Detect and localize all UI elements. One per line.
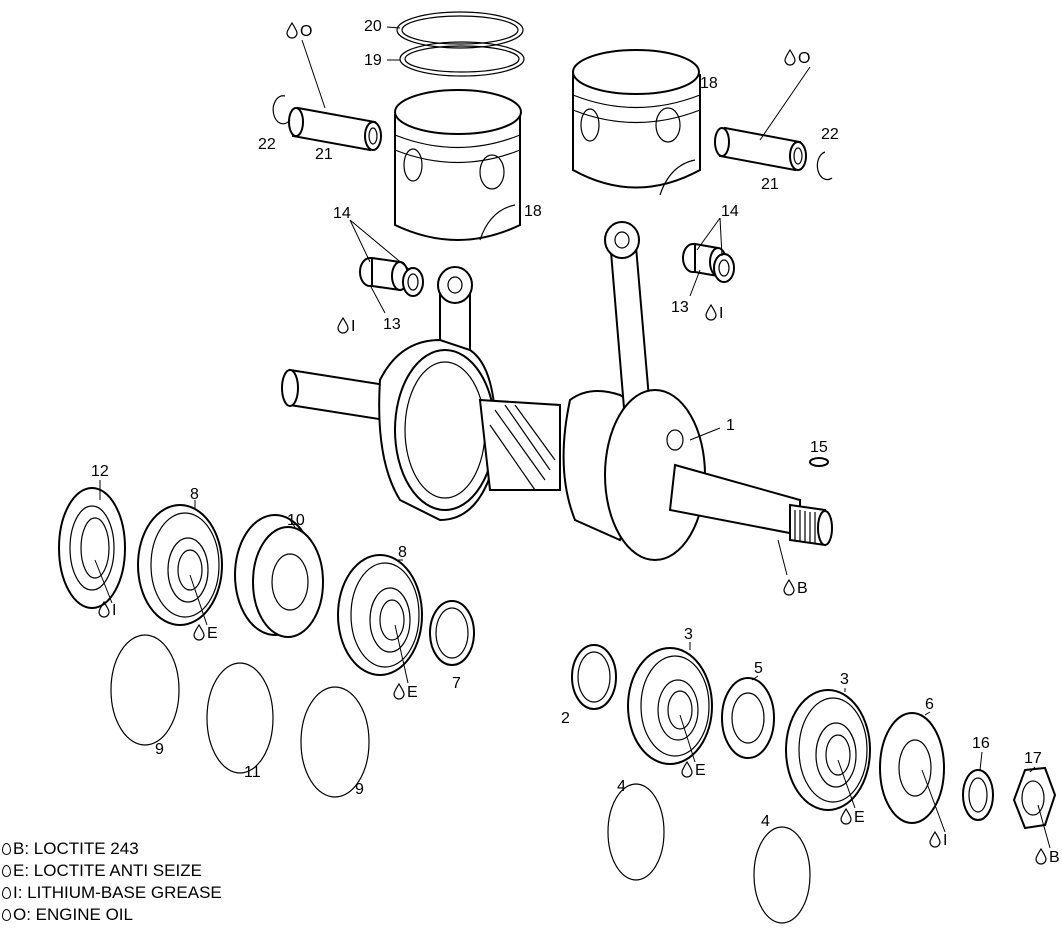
oil-seal-6	[879, 712, 945, 824]
marker-i: I	[351, 318, 355, 335]
callout-1: 1	[726, 417, 735, 434]
drop-icon	[337, 317, 349, 334]
leader-lines	[94, 26, 1051, 849]
callout-14: 14	[333, 205, 351, 222]
callout-4: 4	[617, 778, 626, 795]
ball-bearing-3-left	[627, 647, 713, 765]
drop-icon	[2, 843, 11, 855]
marker-o: O	[300, 23, 312, 40]
o-ring-4-right	[753, 826, 811, 924]
marker-e: E	[407, 684, 418, 701]
piston-right	[572, 49, 701, 196]
drop-icon	[784, 49, 796, 66]
oil-seal-12	[58, 487, 126, 609]
piston-ring-20	[396, 11, 524, 49]
lubricant-legend: B: LOCTITE 243 E: LOCTITE ANTI SEIZE I: …	[2, 838, 222, 926]
callout-17: 17	[1024, 750, 1042, 767]
shim-7	[429, 600, 475, 666]
drop-icon	[2, 887, 11, 899]
callout-8: 8	[190, 486, 199, 503]
crankshaft	[281, 221, 833, 561]
callout-21: 21	[761, 176, 779, 193]
callout-5: 5	[754, 660, 763, 677]
needle-bearing-left	[359, 256, 424, 297]
callout-9: 9	[355, 781, 364, 798]
callout-18: 18	[524, 203, 542, 220]
seal-ring-10	[234, 514, 324, 638]
o-ring-11	[206, 662, 274, 774]
callout-15: 15	[810, 439, 828, 456]
drop-icon	[393, 683, 405, 700]
ball-bearing-3-right	[785, 689, 871, 811]
drop-icon	[929, 831, 941, 848]
callout-3: 3	[840, 671, 849, 688]
marker-e: E	[207, 625, 218, 642]
lock-washer-16	[962, 769, 994, 821]
lubricant-markers: O O I I B I E E E E I B	[98, 22, 1060, 866]
nut-17	[1012, 766, 1057, 830]
drop-icon	[705, 304, 717, 321]
woodruff-key	[809, 457, 829, 467]
callout-3: 3	[684, 626, 693, 643]
callout-10: 10	[287, 512, 305, 529]
callout-12: 12	[91, 463, 109, 480]
callout-22: 22	[821, 126, 839, 143]
o-ring-9-right	[300, 686, 370, 798]
piston-left	[394, 89, 522, 241]
callout-14: 14	[721, 203, 739, 220]
marker-o: O	[798, 50, 810, 67]
needle-bearing-right	[682, 242, 735, 283]
legend-item-b: B: LOCTITE 243	[2, 838, 222, 860]
o-ring-4-left	[607, 783, 665, 881]
marker-i: I	[112, 602, 116, 619]
piston-ring-19	[399, 41, 525, 77]
callout-6: 6	[925, 696, 934, 713]
callout-13: 13	[383, 316, 401, 333]
callout-8: 8	[398, 544, 407, 561]
marker-e: E	[854, 809, 865, 826]
drop-icon	[2, 909, 11, 921]
marker-i: I	[943, 832, 947, 849]
marker-b: B	[1049, 849, 1060, 866]
ball-bearing-8-left	[137, 504, 223, 626]
callout-11: 11	[244, 764, 261, 781]
drop-icon	[783, 579, 795, 596]
marker-i: I	[719, 305, 723, 322]
marker-b: B	[797, 580, 808, 597]
circlip-left	[272, 95, 291, 125]
callout-2: 2	[561, 710, 570, 727]
legend-item-o: O: ENGINE OIL	[2, 904, 222, 926]
piston-pin-left	[288, 106, 382, 152]
callout-13: 13	[671, 299, 689, 316]
o-ring-9-left	[110, 634, 180, 746]
callout-16: 16	[972, 735, 990, 752]
callout-22: 22	[258, 136, 276, 153]
piston-pin-right	[714, 126, 807, 172]
callout-18: 18	[700, 75, 718, 92]
legend-item-e: E: LOCTITE ANTI SEIZE	[2, 860, 222, 882]
drop-icon	[286, 22, 298, 39]
callout-20: 20	[364, 18, 382, 35]
callout-21: 21	[315, 146, 333, 163]
drop-icon	[2, 865, 11, 877]
marker-e: E	[695, 762, 706, 779]
shim-2	[571, 644, 617, 710]
shim-5	[721, 677, 775, 759]
callouts: 20 19 22 21 18 18 22 21 14 14 13 13 1 15…	[91, 18, 1042, 830]
callout-7: 7	[452, 675, 461, 692]
ball-bearing-8-right	[337, 554, 423, 676]
callout-4: 4	[761, 813, 770, 830]
legend-item-i: I: LITHIUM-BASE GREASE	[2, 882, 222, 904]
callout-19: 19	[364, 52, 382, 69]
drop-icon	[193, 624, 205, 641]
circlip-right	[816, 151, 833, 181]
callout-9: 9	[155, 741, 164, 758]
drop-icon	[1035, 848, 1047, 865]
drop-icon	[681, 761, 693, 778]
drop-icon	[840, 808, 852, 825]
